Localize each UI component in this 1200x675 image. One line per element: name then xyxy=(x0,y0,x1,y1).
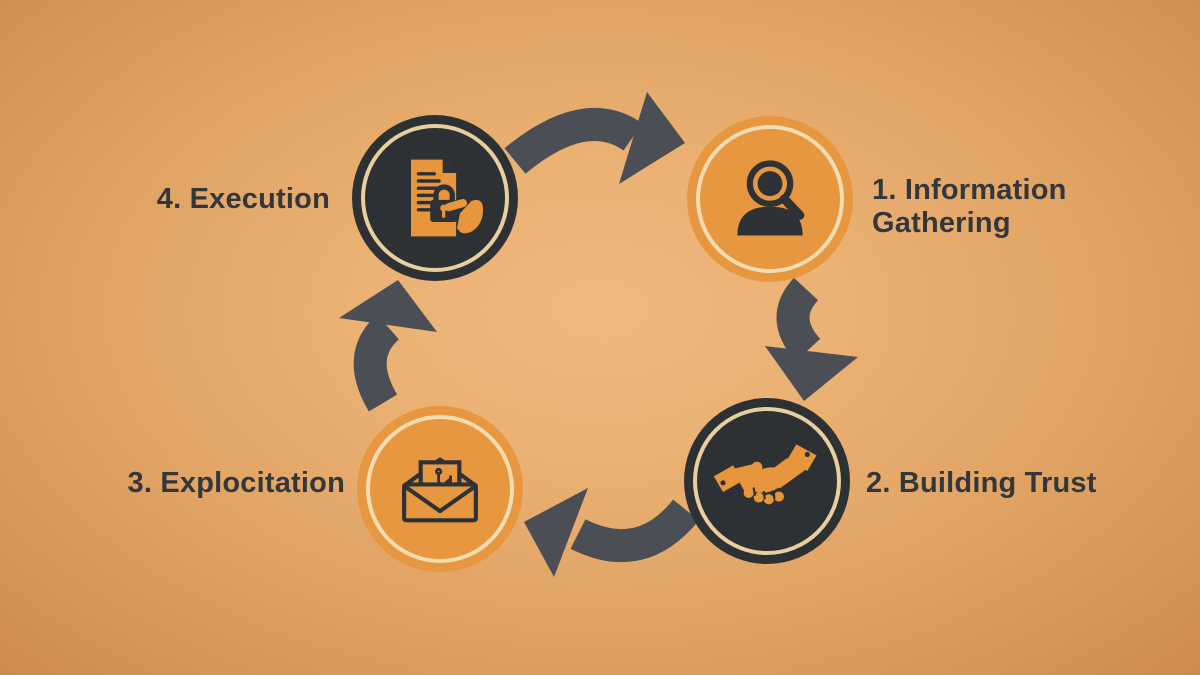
stage-circle-building-trust xyxy=(684,398,850,564)
stage-circle-execution xyxy=(352,115,518,281)
stage-label-explocitation: 3. Explocitation xyxy=(127,467,345,499)
stage-label-execution: 4. Execution xyxy=(156,183,330,215)
handshake-icon xyxy=(713,444,817,505)
document-lock-icon xyxy=(411,159,483,237)
person-search-icon xyxy=(737,160,805,236)
arrow-bottom-icon xyxy=(524,488,699,577)
arrow-left-icon xyxy=(339,280,437,412)
stage-label-information-gathering: 1. Information Gathering xyxy=(872,174,1067,239)
stage-circle-information-gathering xyxy=(687,116,853,282)
stage-label-building-trust: 2. Building Trust xyxy=(866,467,1097,499)
arrow-top-icon xyxy=(504,92,685,184)
phishing-email-icon xyxy=(402,457,478,523)
stage-circle-explocitation xyxy=(357,406,523,572)
arrow-right-icon xyxy=(765,277,858,401)
